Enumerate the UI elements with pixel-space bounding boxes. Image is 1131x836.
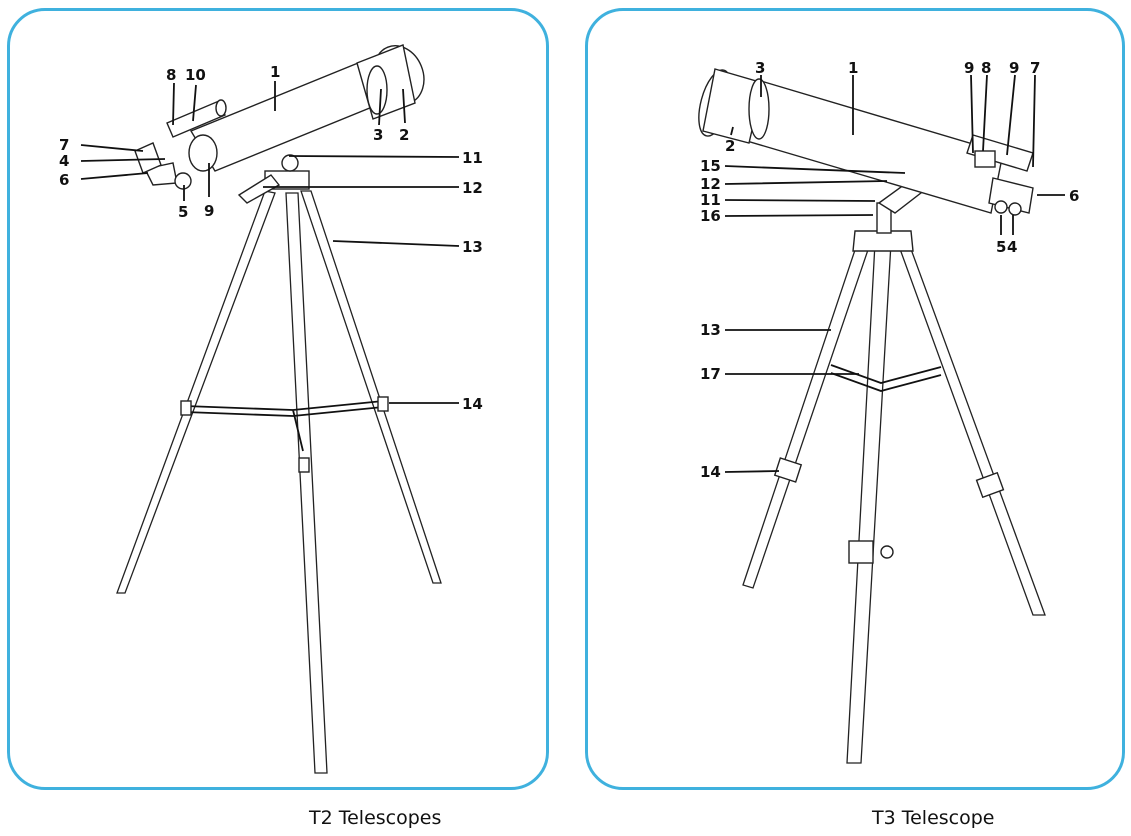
- t2-label-8: 8: [166, 66, 176, 84]
- t2-spreader-bar: [184, 400, 384, 452]
- t2-telescope-drawing: 1 2 3 4 5 6 7 8 9 10 11 12 13 14: [59, 44, 483, 774]
- t2-label-14: 14: [462, 395, 483, 413]
- t3-label-2: 2: [725, 137, 735, 155]
- t2-label-10: 10: [185, 66, 206, 84]
- t2-caption: T2 Telescopes: [309, 807, 442, 829]
- t3-tripod-head: [852, 230, 914, 252]
- t2-focus-knob: [174, 172, 192, 190]
- t3-label-13: 13: [700, 321, 721, 339]
- t2-finder-lens: [215, 99, 227, 117]
- t3-tripod-leg-right: [894, 237, 1046, 616]
- t3-tripod-leg-left: [742, 237, 872, 589]
- t2-altitude-handle: [237, 174, 281, 204]
- t3-label-3: 3: [755, 59, 765, 77]
- t3-leg-knob: [880, 545, 894, 559]
- t2-label-9: 9: [204, 202, 214, 220]
- t3-label-11: 11: [700, 191, 721, 209]
- t3-leg-clamp-left: [773, 457, 803, 483]
- t3-label-7: 7: [1030, 59, 1040, 77]
- t2-tripod-leg-left: [116, 190, 276, 594]
- t2-label-1: 1: [270, 63, 280, 81]
- t2-leader-lines: [80, 81, 460, 404]
- t2-finder-scope: [166, 100, 226, 138]
- t3-label-4: 4: [1007, 238, 1017, 256]
- t2-focuser: [188, 134, 218, 172]
- t3-focus-knob-a: [994, 200, 1008, 214]
- t3-label-8: 8: [981, 59, 991, 77]
- t3-label-15: 15: [700, 157, 721, 175]
- t3-main-tube: [746, 80, 1004, 214]
- t3-label-6: 6: [1069, 187, 1079, 205]
- t3-spreader-bar: [830, 364, 942, 392]
- t3-telescope-drawing: 1 2 3 4 5 6 7 8 9 9 11 12 13 14 15 16 17: [698, 59, 1079, 764]
- t2-tripod-leg-right: [300, 190, 442, 584]
- t2-label-7: 7: [59, 136, 69, 154]
- t3-label-1: 1: [848, 59, 858, 77]
- t3-caption: T3 Telescope: [872, 807, 995, 829]
- t2-label-4: 4: [59, 152, 69, 170]
- t3-dew-shield-body: [702, 68, 764, 144]
- t2-label-12: 12: [462, 179, 483, 197]
- t2-label-2: 2: [399, 126, 409, 144]
- t3-leg-clamp-center: [848, 540, 874, 564]
- t3-label-9b: 9: [1009, 59, 1019, 77]
- t2-tripod-leg-center: [285, 192, 328, 774]
- t3-leg-clamp-right: [975, 471, 1005, 499]
- t3-objective-lens: [748, 78, 770, 140]
- t3-finder-bracket: [974, 150, 996, 168]
- t2-objective-lens: [366, 65, 388, 115]
- t2-leg-lock: [298, 457, 310, 473]
- t2-spreader-clip-right: [377, 396, 389, 412]
- t2-diagram-panel: 1 2 3 4 5 6 7 8 9 10 11 12 13 14: [7, 8, 549, 790]
- t2-label-6: 6: [59, 171, 69, 189]
- t2-label-11: 11: [462, 149, 483, 167]
- t2-label-5: 5: [178, 203, 188, 221]
- t3-diagram-panel: 1 2 3 4 5 6 7 8 9 9 11 12 13 14 15 16 17: [585, 8, 1125, 790]
- t2-label-13: 13: [462, 238, 483, 256]
- t2-label-3: 3: [373, 126, 383, 144]
- t3-leader-lines: [724, 74, 1065, 473]
- t3-label-16: 16: [700, 207, 721, 225]
- t2-spreader-clip-left: [180, 400, 192, 416]
- t3-focus-knob-b: [1008, 202, 1022, 216]
- t3-label-12: 12: [700, 175, 721, 193]
- t3-tripod-leg-center: [846, 242, 892, 764]
- t3-label-14: 14: [700, 463, 721, 481]
- t3-label-17: 17: [700, 365, 721, 383]
- t2-mount-knob: [281, 154, 299, 172]
- t3-label-9a: 9: [964, 59, 974, 77]
- t3-label-5: 5: [996, 238, 1006, 256]
